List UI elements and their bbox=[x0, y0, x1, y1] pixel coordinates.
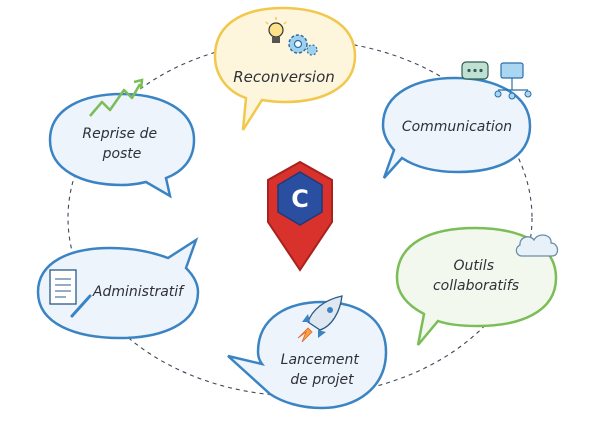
bubble-communication-label: Communication bbox=[402, 119, 512, 135]
cloud-icon bbox=[515, 234, 559, 257]
bubble-administratif-label: Administratif bbox=[92, 284, 185, 300]
lightbulb-gear-icon bbox=[265, 17, 318, 56]
bubble-reprise-shape bbox=[48, 92, 196, 199]
bubble-lancement-shape bbox=[227, 300, 388, 410]
rocket-icon bbox=[297, 295, 343, 343]
svg-text:Administratif: Administratif bbox=[92, 284, 185, 300]
bubble-reprise-label-1: Reprise de bbox=[82, 126, 157, 142]
bubble-lancement-label-2: de projet bbox=[290, 372, 354, 388]
bubble-outils-label-2: collaboratifs bbox=[433, 278, 519, 294]
bubble-reprise-label-2: poste bbox=[102, 146, 142, 162]
svg-text:Outils collaboratifs: Outils collaboratifs bbox=[433, 258, 519, 294]
bubble-reprise: Reprise de poste bbox=[48, 78, 196, 199]
trend-arrow-icon bbox=[89, 78, 144, 117]
bubble-communication: Communication bbox=[381, 61, 532, 179]
location-pin-logo: C bbox=[267, 160, 333, 272]
pin-hexagon bbox=[277, 171, 323, 226]
bubble-outils-label-1: Outils bbox=[454, 258, 494, 274]
bubble-administratif-shape bbox=[36, 236, 200, 340]
bubble-reconversion: Reconversion bbox=[213, 6, 357, 131]
bubble-outils-shape bbox=[395, 226, 558, 346]
svg-text:Lancement de projet: Lancement de projet bbox=[281, 352, 364, 388]
bubble-communication-shape bbox=[381, 76, 532, 179]
chat-network-icon bbox=[461, 61, 532, 100]
bubble-lancement: Lancement de projet bbox=[227, 295, 388, 410]
svg-text:Communication: Communication bbox=[402, 119, 512, 135]
svg-text:Reprise de poste: Reprise de poste bbox=[82, 126, 161, 162]
bubble-reconversion-label: Reconversion bbox=[233, 68, 335, 86]
bubble-reconversion-shape bbox=[213, 6, 357, 131]
document-pen-icon bbox=[49, 269, 92, 318]
bubble-outils-collaboratifs: Outils collaboratifs bbox=[395, 226, 559, 346]
svg-text:Reconversion: Reconversion bbox=[233, 68, 335, 86]
pin-letter: C bbox=[291, 185, 309, 213]
bubble-administratif: Administratif bbox=[36, 236, 200, 340]
bubble-lancement-label-1: Lancement bbox=[281, 352, 360, 368]
